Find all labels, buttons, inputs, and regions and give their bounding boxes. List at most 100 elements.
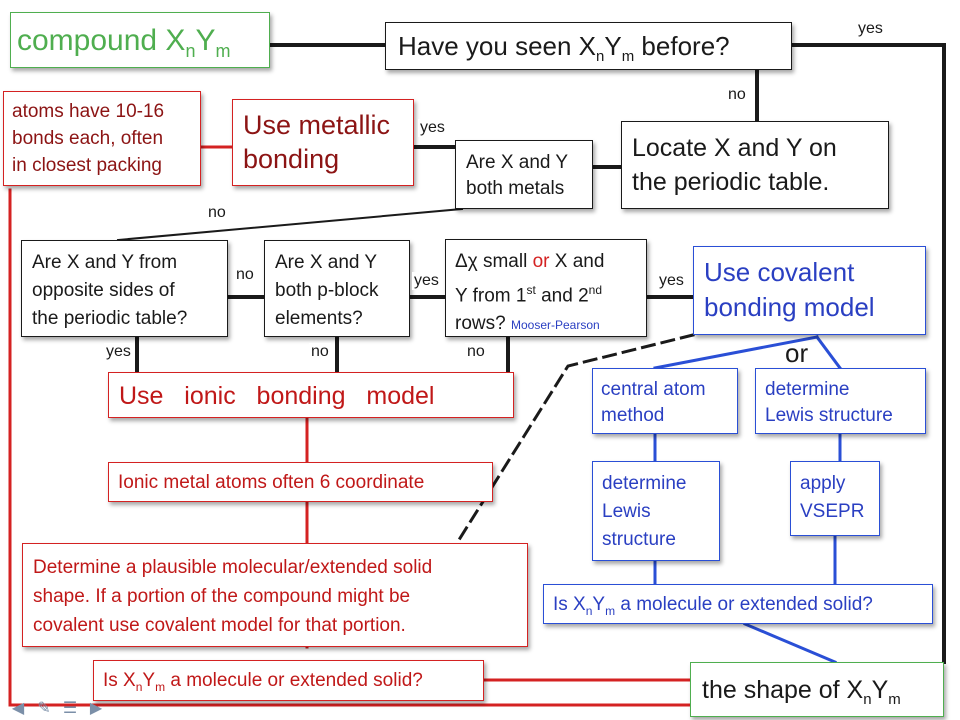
lewis-right-line1: determine (765, 379, 850, 400)
locate-line2: the periodic table. (632, 168, 830, 196)
metallic-box: Use metallic bonding (232, 99, 414, 186)
pblock-line1: Are X and Y (275, 252, 378, 273)
both-metals-box: Are X and Y both metals (455, 140, 593, 209)
vsepr-line1: apply (800, 473, 846, 494)
back-arrow-icon[interactable]: ◀ (11, 700, 25, 717)
label-yes-pblock: yes (412, 272, 441, 290)
label-or: or (785, 338, 809, 368)
compound-sub-n: n (185, 41, 196, 61)
delta-chi-p2: X and (549, 251, 605, 272)
lewis-left-line2: Lewis (602, 501, 651, 522)
label-yes-cov: yes (657, 272, 686, 290)
molecule-question-red-box: Is XnYm a molecule or extended solid? (93, 660, 484, 701)
mol-red-sub-m: m (155, 679, 166, 694)
shape-sub-m: m (888, 691, 901, 708)
seen-before-box: Have you seen XnYm before? (385, 22, 792, 70)
label-no-pblock: no (309, 343, 331, 361)
central-line2: method (601, 405, 665, 426)
opposite-line2: opposite sides of (32, 280, 175, 301)
mol-red-suffix: a molecule or extended solid? (165, 670, 423, 691)
atoms-line3: in closest packing (12, 155, 162, 176)
delta-chi-box: Δχ small or X and Y from 1st and 2nd row… (445, 239, 647, 337)
delta-chi-symbol: Δχ (455, 251, 478, 272)
compound-mid: Y (195, 24, 216, 57)
delta-chi-p1: small (477, 251, 533, 272)
plausible-shape-box: Determine a plausible molecular/extended… (22, 543, 528, 647)
line-yes-right (790, 43, 946, 664)
central-atom-box: central atom method (592, 368, 738, 434)
covalent-box: Use covalent bonding model (693, 246, 926, 335)
compound-prefix: compound X (17, 24, 186, 57)
seen-sub-m: m (621, 48, 635, 66)
shape-box: the shape of XnYm (690, 662, 944, 717)
both-metals-line2: both metals (466, 178, 565, 199)
line-mol-to-shape (743, 622, 837, 664)
mooser-pearson-credit: Mooser-Pearson (510, 318, 600, 333)
atoms-line2: bonds each, often (12, 128, 164, 149)
atoms-packing-box: atoms have 10-16 bonds each, often in cl… (3, 91, 201, 186)
opposite-sides-box: Are X and Y from opposite sides of the p… (21, 240, 228, 337)
both-metals-line1: Are X and Y (466, 152, 569, 173)
metallic-line1: Use metallic (243, 110, 391, 140)
shape-sub-n: n (863, 691, 872, 708)
line-no-diagonal (116, 207, 464, 242)
opposite-line1: Are X and Y from (32, 252, 178, 273)
forward-arrow-icon[interactable]: ▶ (89, 700, 103, 717)
opposite-line3: the periodic table? (32, 308, 188, 329)
mol-blue-prefix: Is X (553, 594, 586, 615)
lewis-left-line3: structure (602, 529, 676, 550)
mol-blue-sub-m: m (605, 603, 616, 618)
mol-red-sub-n: n (135, 679, 143, 694)
locate-line1: Locate X and Y on (632, 134, 837, 162)
vsepr-line2: VSEPR (800, 501, 865, 522)
line-cov-to-central (653, 335, 819, 370)
menu-icon[interactable]: ☰ (62, 700, 78, 717)
plausible-line3: covalent use covalent model for that por… (33, 615, 406, 636)
label-yes-metallic: yes (418, 119, 447, 137)
mol-blue-suffix: a molecule or extended solid? (615, 594, 873, 615)
seen-suffix: before? (634, 31, 730, 61)
line-red-left (8, 188, 692, 707)
locate-box: Locate X and Y on the periodic table. (621, 121, 889, 209)
mol-red-mid: Y (142, 670, 156, 691)
plausible-line1: Determine a plausible molecular/extended… (33, 557, 433, 578)
ionic-box: Use ionic bonding model (108, 372, 514, 418)
shape-mid: Y (871, 676, 889, 704)
ionic-coord-box: Ionic metal atoms often 6 coordinate (108, 462, 493, 502)
lewis-structure-left-box: determine Lewis structure (592, 461, 720, 561)
plausible-line2: shape. If a portion of the compound migh… (33, 586, 411, 607)
label-no-opp: no (234, 266, 256, 284)
lewis-left-line1: determine (602, 473, 687, 494)
mol-blue-mid: Y (592, 594, 606, 615)
lewis-structure-right-box: determine Lewis structure (755, 368, 926, 434)
label-no-locate: no (726, 86, 748, 104)
atoms-line1: atoms have 10-16 (12, 101, 165, 122)
ionic-coord-text: Ionic metal atoms often 6 coordinate (118, 472, 425, 493)
label-no-metals: no (206, 204, 228, 222)
line-cov-to-lewis (814, 334, 843, 371)
lewis-right-line2: Lewis structure (765, 405, 893, 426)
slideshow-toolbar: ◀ ✎ ☰ ▶ (6, 698, 108, 718)
central-line1: central atom (601, 379, 706, 400)
compound-box: compound XnYm (10, 12, 270, 68)
label-no-chi: no (465, 343, 487, 361)
delta-chi-line3: rows? (455, 313, 506, 335)
p-block-box: Are X and Y both p-block elements? (264, 240, 410, 337)
delta-chi-l2a: Y from 1 (455, 285, 527, 307)
shape-prefix: the shape of X (702, 676, 864, 704)
pen-icon[interactable]: ✎ (37, 700, 51, 717)
mol-red-prefix: Is X (103, 670, 136, 691)
ionic-text: Use ionic bonding model (119, 382, 435, 410)
delta-chi-or: or (532, 251, 550, 272)
label-yes-top: yes (856, 20, 885, 38)
seen-prefix: Have you seen X (398, 31, 597, 61)
delta-chi-l2b: and 2 (535, 285, 589, 307)
label-yes-ionic: yes (104, 343, 133, 361)
covalent-line1: Use covalent (704, 257, 855, 287)
delta-chi-sup2: nd (588, 283, 602, 297)
metallic-line2: bonding (243, 144, 340, 174)
pblock-line3: elements? (275, 308, 363, 329)
seen-mid: Y (604, 31, 622, 61)
covalent-line2: bonding model (704, 292, 875, 322)
